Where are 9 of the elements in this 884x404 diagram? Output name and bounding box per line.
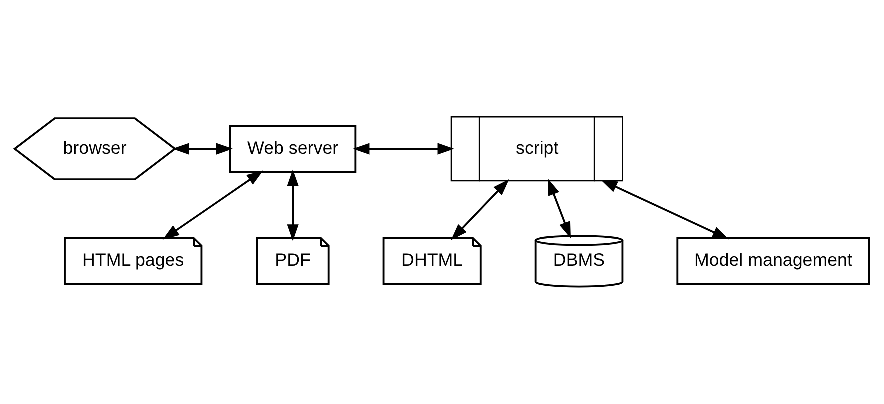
arrow: [353, 143, 454, 155]
arrow: [162, 170, 264, 240]
arrow: [548, 178, 571, 239]
node-box: Model management: [676, 237, 870, 286]
arrow: [172, 143, 234, 155]
arrow: [600, 180, 730, 240]
arrow: [287, 170, 299, 242]
arrow: [451, 179, 510, 240]
node-box: Web server: [230, 125, 357, 173]
